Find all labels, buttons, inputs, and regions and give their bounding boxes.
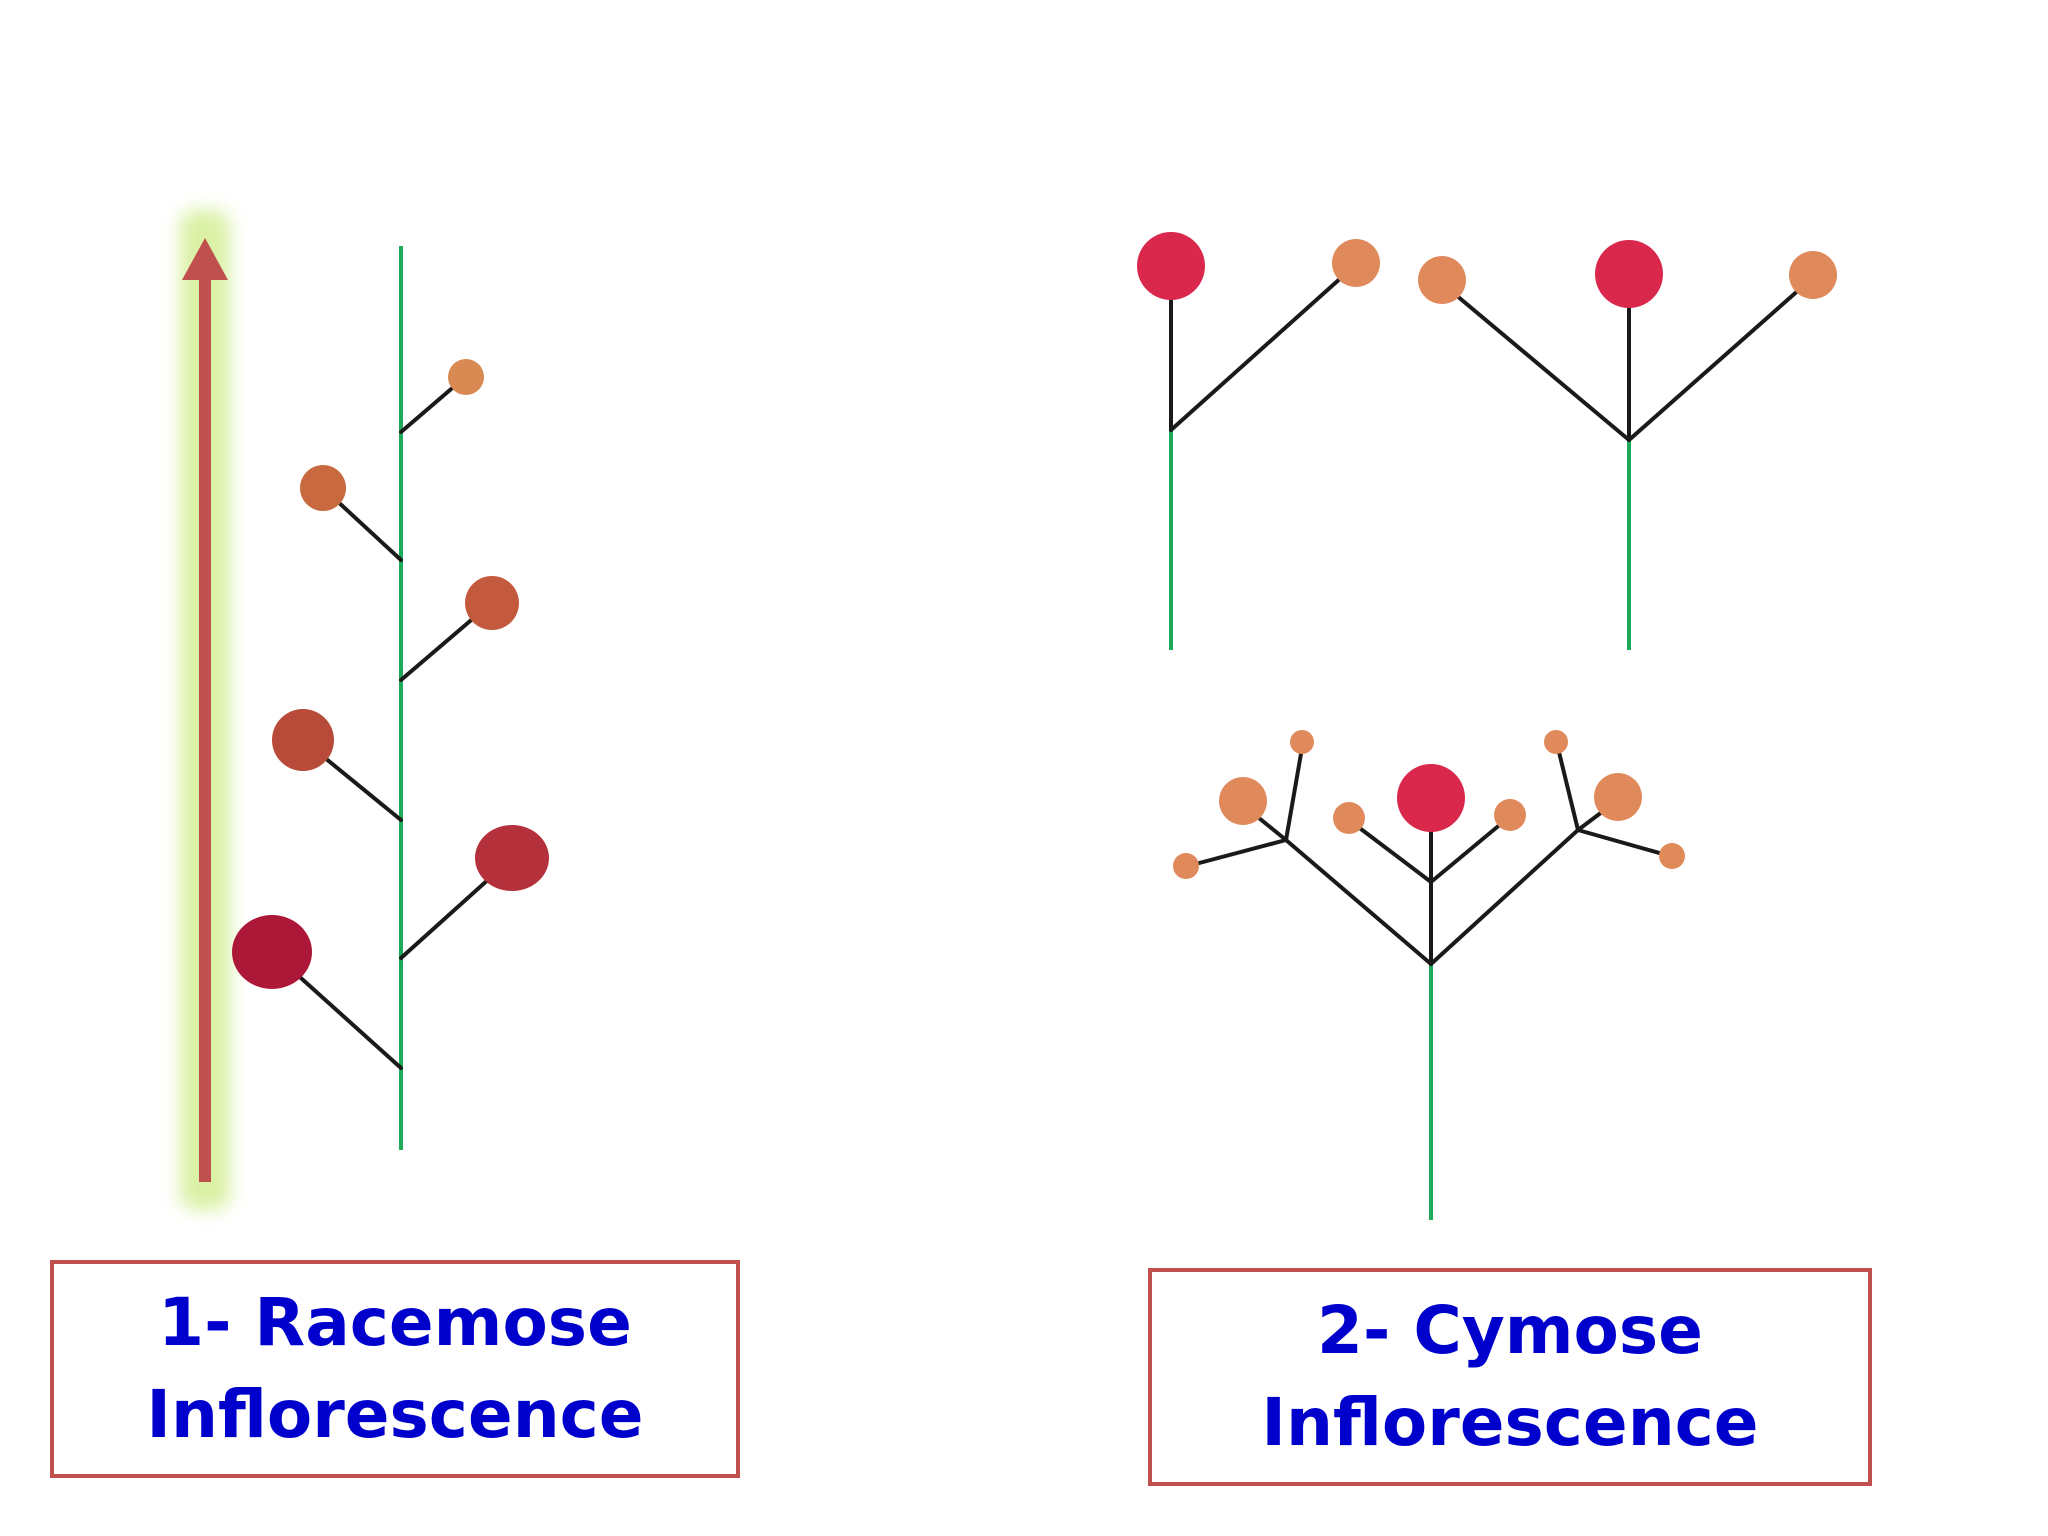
racemose-flower — [475, 825, 549, 891]
cyme-terminal-flower — [1397, 764, 1465, 832]
dichasial-cyme — [1418, 240, 1837, 650]
acropetal-arrow — [180, 210, 230, 1210]
monochasial-cyme — [1137, 232, 1380, 650]
racemose-flower — [448, 359, 484, 395]
cyme-lateral-flower — [1333, 802, 1365, 834]
racemose-flower — [272, 709, 334, 771]
cyme-lateral-flower — [1219, 777, 1267, 825]
cymose-diagram — [1137, 232, 1837, 1220]
racemose-label-line2: Inflorescence — [146, 1376, 644, 1453]
cyme-lateral-flower — [1789, 251, 1837, 299]
cyme-lateral-flower — [1659, 843, 1685, 869]
cyme-lateral-flower — [1173, 853, 1199, 879]
racemose-label-box: 1- Racemose Inflorescence — [50, 1260, 740, 1478]
cymose-label-box: 2- Cymose Inflorescence — [1148, 1268, 1872, 1486]
racemose-flower — [232, 915, 312, 989]
compound-dichasium — [1173, 730, 1685, 1220]
cyme-lateral-flower — [1290, 730, 1314, 754]
racemose-flower — [465, 576, 519, 630]
cyme-terminal-flower — [1137, 232, 1205, 300]
racemose-label-line1: 1- Racemose — [158, 1283, 632, 1361]
cymose-label-line2: Inflorescence — [1261, 1384, 1759, 1461]
cyme-lateral-flower — [1332, 239, 1380, 287]
cyme-terminal-flower — [1595, 240, 1663, 308]
cymose-label-line1: 2- Cymose — [1317, 1291, 1703, 1369]
cyme-lateral-flower — [1494, 799, 1526, 831]
cyme-lateral-flower — [1544, 730, 1568, 754]
cyme-lateral-flower — [1418, 256, 1466, 304]
racemose-flower — [300, 465, 346, 511]
racemose-diagram — [180, 210, 549, 1210]
cyme-lateral-flower — [1594, 773, 1642, 821]
